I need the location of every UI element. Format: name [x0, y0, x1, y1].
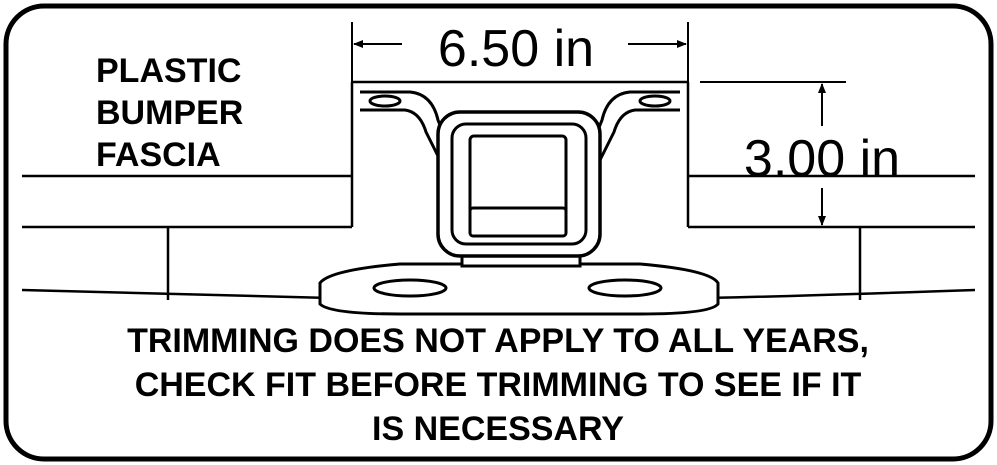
height-dimension	[700, 81, 846, 228]
bumper-fascia-outline	[21, 80, 976, 300]
fascia-label-line-3: FASCIA	[96, 136, 221, 174]
height-dimension-label: 3.00 in	[744, 130, 900, 188]
note-line-3: IS NECESSARY	[372, 410, 624, 448]
fascia-label-line-1: PLASTIC	[96, 52, 241, 90]
note-line-2: CHECK FIT BEFORE TRIMMING TO SEE IF IT	[135, 366, 862, 404]
fascia-label-line-2: BUMPER	[96, 94, 243, 132]
note-line-1: TRIMMING DOES NOT APPLY TO ALL YEARS,	[127, 322, 869, 360]
hitch-receiver	[318, 90, 720, 316]
width-dimension	[351, 22, 689, 82]
width-dimension-label: 6.50 in	[438, 20, 594, 78]
